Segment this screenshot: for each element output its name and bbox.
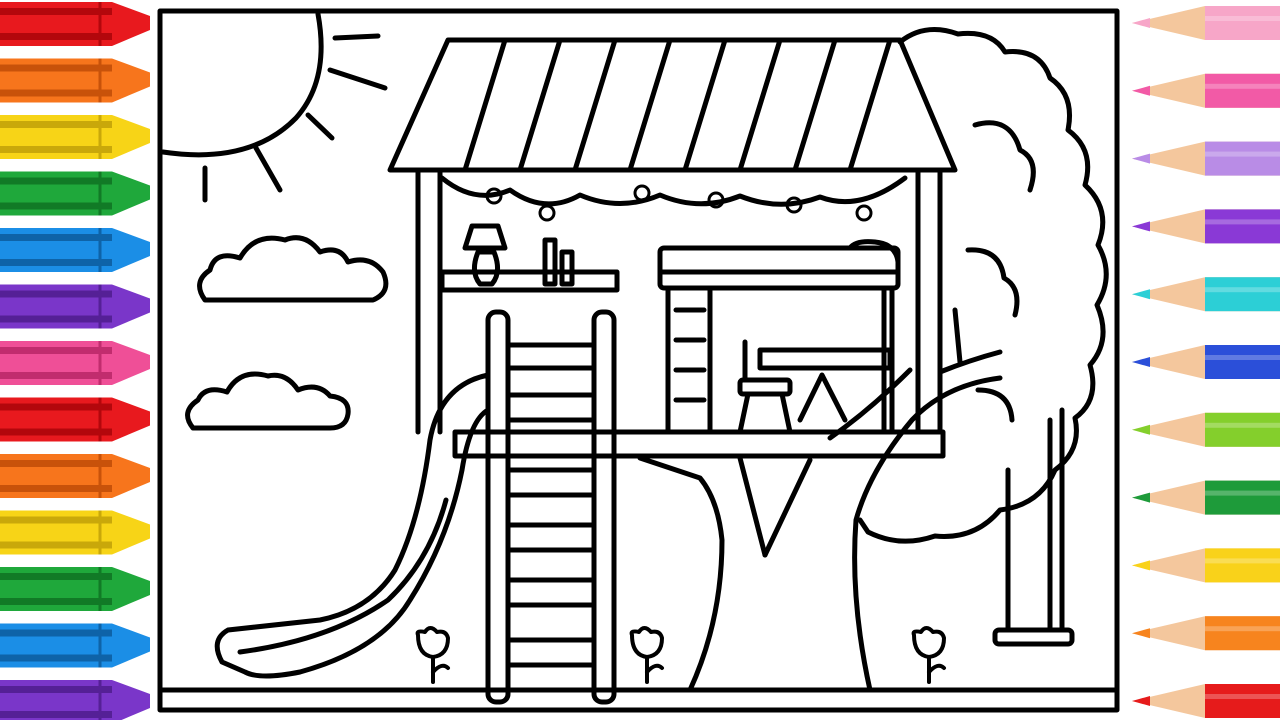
treehouse-icon — [387, 37, 958, 459]
tree-branch-curve — [975, 387, 1015, 423]
crayon-icon — [0, 171, 150, 216]
tree-branch — [737, 455, 768, 558]
swing-icon — [992, 407, 1075, 647]
cloud-icon — [197, 235, 389, 303]
treehouse-floor — [452, 429, 946, 459]
lamp-icon — [462, 223, 508, 287]
tree-trunk — [637, 455, 725, 693]
cloud-icon — [185, 371, 351, 431]
colored-pencil-icon — [1132, 548, 1280, 583]
crayon-icon — [0, 454, 150, 498]
colored-pencil-icon — [1132, 277, 1280, 312]
flower-icon — [415, 626, 450, 684]
crayon-icon — [0, 623, 150, 668]
colored-pencil-icon — [1132, 73, 1280, 108]
crayon-icon — [0, 115, 150, 159]
garland — [439, 175, 908, 207]
coloring-frame — [157, 8, 1120, 713]
crayon-icon — [0, 397, 150, 442]
colored-pencil-icon — [1132, 345, 1280, 379]
crayon-icon — [0, 2, 150, 46]
crayon-icon — [0, 58, 150, 103]
flower-icon — [911, 626, 946, 684]
ladder-icon — [485, 309, 617, 705]
colored-pencil-icon — [1132, 616, 1280, 651]
colored-pencil-icon — [1132, 412, 1280, 447]
tree-branch — [762, 457, 813, 558]
flower-icon — [629, 626, 664, 684]
colored-pencil-icon — [1132, 480, 1280, 515]
pencil-column — [1132, 6, 1280, 718]
crayon-icon — [0, 567, 150, 611]
book — [542, 237, 558, 287]
crayon-icon — [0, 510, 150, 555]
tree-trunk — [852, 375, 1003, 693]
colored-pencil-icon — [1132, 6, 1280, 40]
tree-branch-curve — [972, 120, 1036, 193]
bunk-bed-icon — [657, 239, 901, 435]
sun-icon — [160, 11, 388, 203]
colored-pencil-icon — [1132, 209, 1280, 244]
tree-branch — [937, 307, 1003, 375]
lightbulb-icon — [485, 184, 873, 222]
colored-pencil-icon — [1132, 141, 1280, 176]
crayon-icon — [0, 228, 150, 272]
crayon-icon — [0, 284, 150, 329]
tree-branch-curve — [965, 247, 1020, 318]
crayon-column — [0, 2, 150, 720]
tree-icon — [857, 27, 1109, 544]
slide-icon — [214, 372, 491, 679]
book — [559, 249, 575, 287]
wall-shelf — [439, 269, 620, 293]
roof — [387, 37, 958, 173]
crayon-icon — [0, 341, 150, 385]
crayon-icon — [0, 680, 150, 720]
colored-pencil-icon — [1132, 684, 1280, 718]
